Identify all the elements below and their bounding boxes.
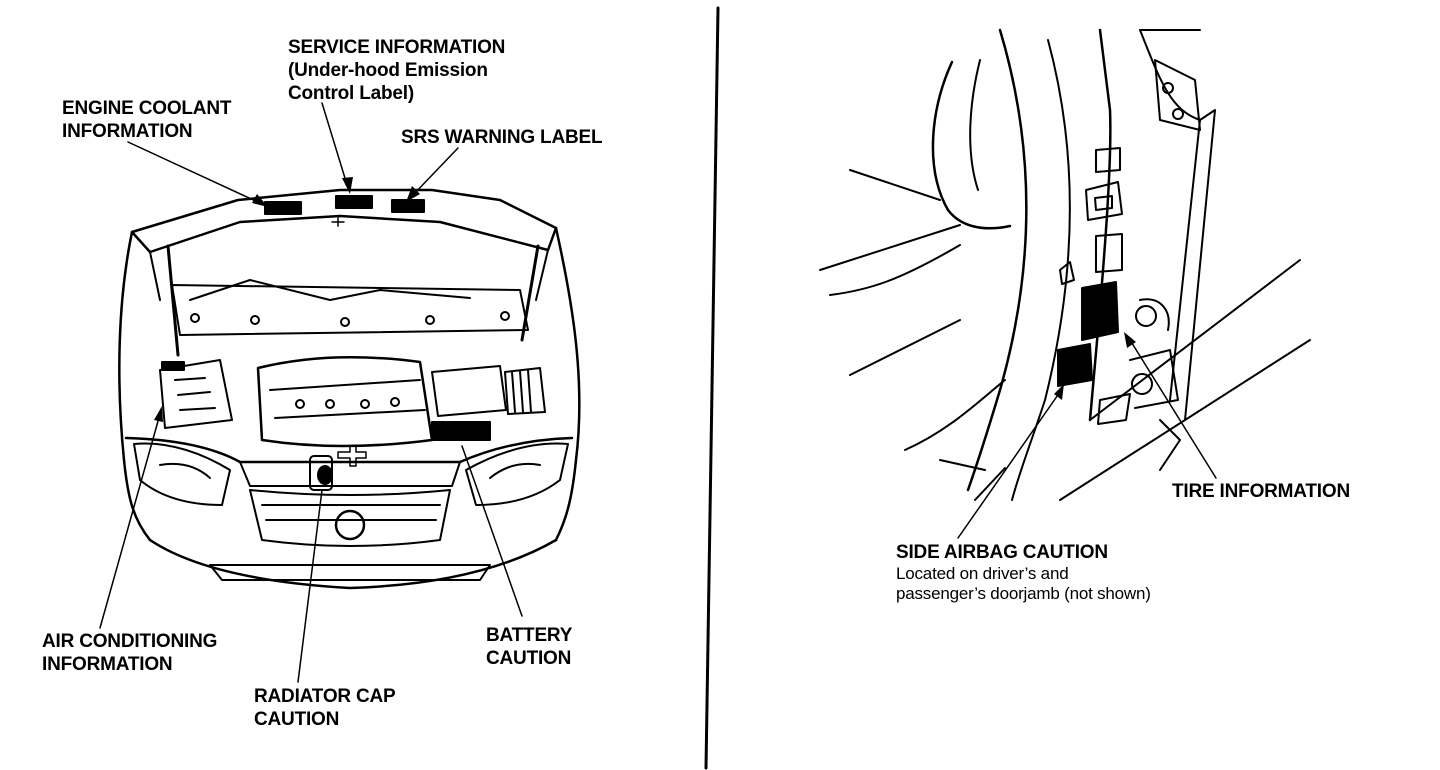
srs-warning-line-1: SRS WARNING LABEL <box>401 127 603 148</box>
right-arrowheads <box>1054 332 1136 400</box>
panel-divider <box>704 6 720 770</box>
air-conditioning-line-2: INFORMATION <box>42 654 173 675</box>
tire-info-line-1: TIRE INFORMATION <box>1172 481 1350 502</box>
service-info-label: SERVICE INFORMATION (Under-hood Emission… <box>288 36 505 105</box>
service-info-line-2: (Under-hood Emission <box>288 60 488 81</box>
side-airbag-label: SIDE AIRBAG CAUTION Located on driver’s … <box>896 541 1151 604</box>
side-airbag-note-line-2: passenger’s doorjamb (not shown) <box>896 584 1151 603</box>
side-airbag-note-line-1: Located on driver’s and <box>896 564 1069 583</box>
radiator-cap-line-2: CAUTION <box>254 709 340 730</box>
radiator-cap-label: RADIATOR CAP CAUTION <box>254 685 396 731</box>
service-info-line-3: Control Label) <box>288 83 414 104</box>
srs-warning-label: SRS WARNING LABEL <box>401 126 603 149</box>
side-airbag-title: SIDE AIRBAG CAUTION <box>896 542 1108 563</box>
radiator-cap-line-1: RADIATOR CAP <box>254 686 396 707</box>
battery-label: BATTERY CAUTION <box>486 624 572 670</box>
left-arrowheads <box>154 177 420 422</box>
air-conditioning-label: AIR CONDITIONING INFORMATION <box>42 630 217 676</box>
right-leader-lines <box>957 339 1217 539</box>
left-leader-lines <box>99 102 523 683</box>
battery-line-2: CAUTION <box>486 648 572 669</box>
car-front-illustration <box>118 188 581 590</box>
tire-info-label: TIRE INFORMATION <box>1172 480 1350 503</box>
engine-coolant-label: ENGINE COOLANT INFORMATION <box>62 97 231 143</box>
air-conditioning-line-1: AIR CONDITIONING <box>42 631 218 652</box>
engine-coolant-line-2: INFORMATION <box>62 121 193 142</box>
engine-coolant-line-1: ENGINE COOLANT <box>62 98 232 119</box>
service-info-line-1: SERVICE INFORMATION <box>288 37 506 58</box>
battery-line-1: BATTERY <box>486 625 573 646</box>
door-pillar-illustration <box>819 28 1311 501</box>
